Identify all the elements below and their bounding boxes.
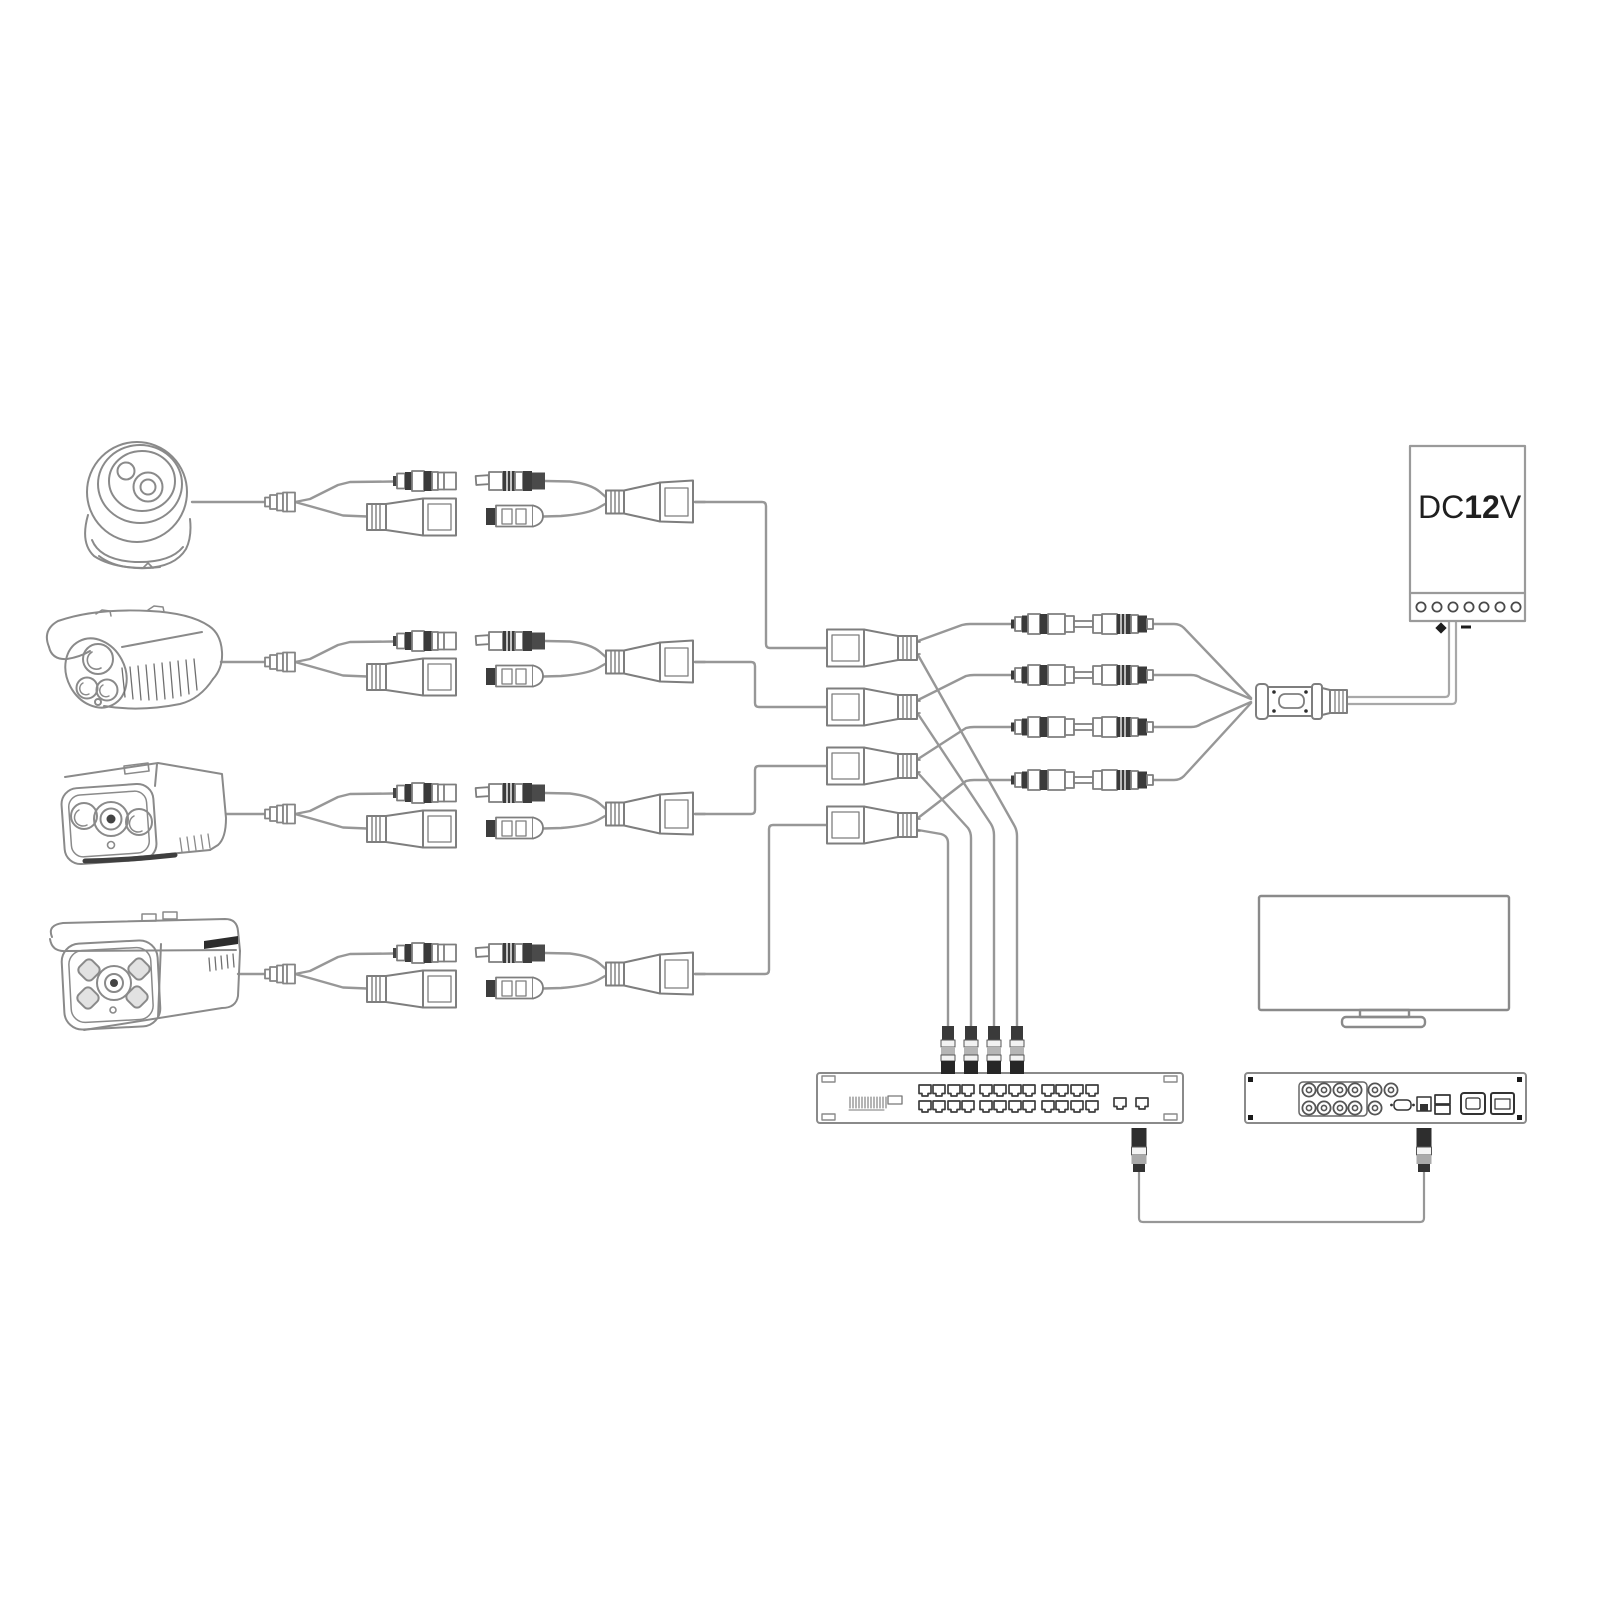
svg-text:DC12V: DC12V	[1418, 489, 1522, 525]
